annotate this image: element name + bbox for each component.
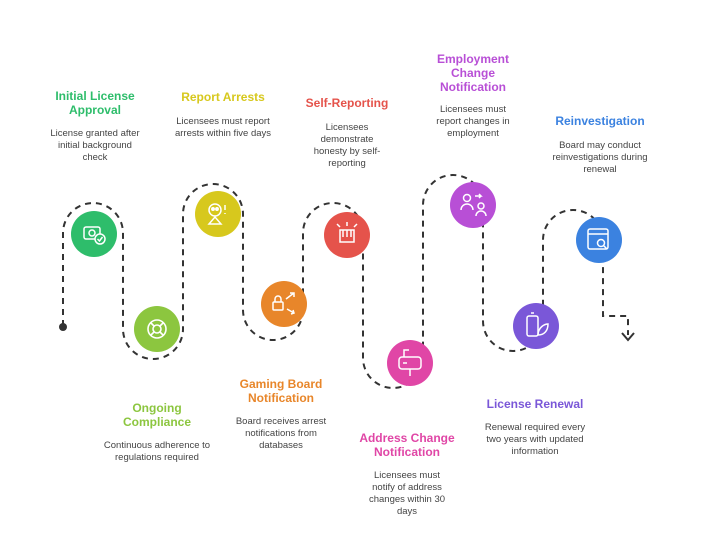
step-gaming-board-notification [261, 281, 307, 327]
step-7-circle [450, 182, 496, 228]
mailbox-icon [398, 349, 422, 376]
step-ongoing-compliance [134, 306, 180, 352]
step-2-title: Ongoing Compliance [122, 401, 191, 429]
step-3-title: Report Arrests [181, 90, 265, 104]
skull-alert-icon [207, 203, 226, 225]
step-6-title: Address Change Notification [359, 431, 455, 459]
step-9-title: Reinvestigation [555, 114, 645, 128]
lifebuoy-icon [147, 319, 167, 339]
hand-raised-icon [336, 222, 358, 243]
step-6-description: Licensees must notify of address changes… [368, 470, 446, 517]
step-self-reporting [324, 212, 370, 258]
camera-check-icon [83, 226, 106, 245]
step-4-circle [261, 281, 307, 327]
step-4-title: Gaming Board Notification [239, 377, 323, 405]
step-1-circle [71, 211, 117, 257]
step-reinvestigation [576, 217, 622, 263]
step-employment-change-notification [450, 182, 496, 228]
step-2-description: Continuous adherence to regulations requ… [103, 440, 211, 463]
battery-leaf-icon [526, 312, 549, 337]
step-8-title: License Renewal [486, 397, 584, 411]
step-report-arrests [195, 191, 241, 237]
step-6-circle [387, 340, 433, 386]
step-initial-license-approval [71, 211, 117, 257]
winding-path [62, 174, 629, 389]
path-start-dot [59, 323, 67, 331]
step-1-title: Initial License Approval [55, 89, 135, 117]
step-4-description: Board receives arrest notifications from… [235, 416, 327, 451]
step-8-description: Renewal required every two years with up… [484, 422, 586, 457]
step-8-circle [513, 303, 559, 349]
step-5-description: Licensees demonstrate honesty by self-re… [313, 122, 381, 169]
step-1-description: License granted after initial background… [50, 128, 140, 163]
step-5-title: Self-Reporting [305, 96, 389, 110]
step-3-circle [195, 191, 241, 237]
browser-search-icon [587, 228, 609, 250]
step-7-title: Employment Change Notification [436, 52, 509, 94]
step-license-renewal [513, 303, 559, 349]
path-end-arrow-icon [621, 332, 635, 342]
lock-transfer-icon [272, 292, 295, 315]
person-swap-icon [460, 193, 487, 217]
step-7-description: Licensees must report changes in employm… [436, 104, 510, 139]
step-2-circle [134, 306, 180, 352]
step-9-description: Board may conduct reinvestigations durin… [552, 140, 648, 175]
step-address-change-notification [387, 340, 433, 386]
step-3-description: Licensees must report arrests within fiv… [174, 116, 272, 139]
